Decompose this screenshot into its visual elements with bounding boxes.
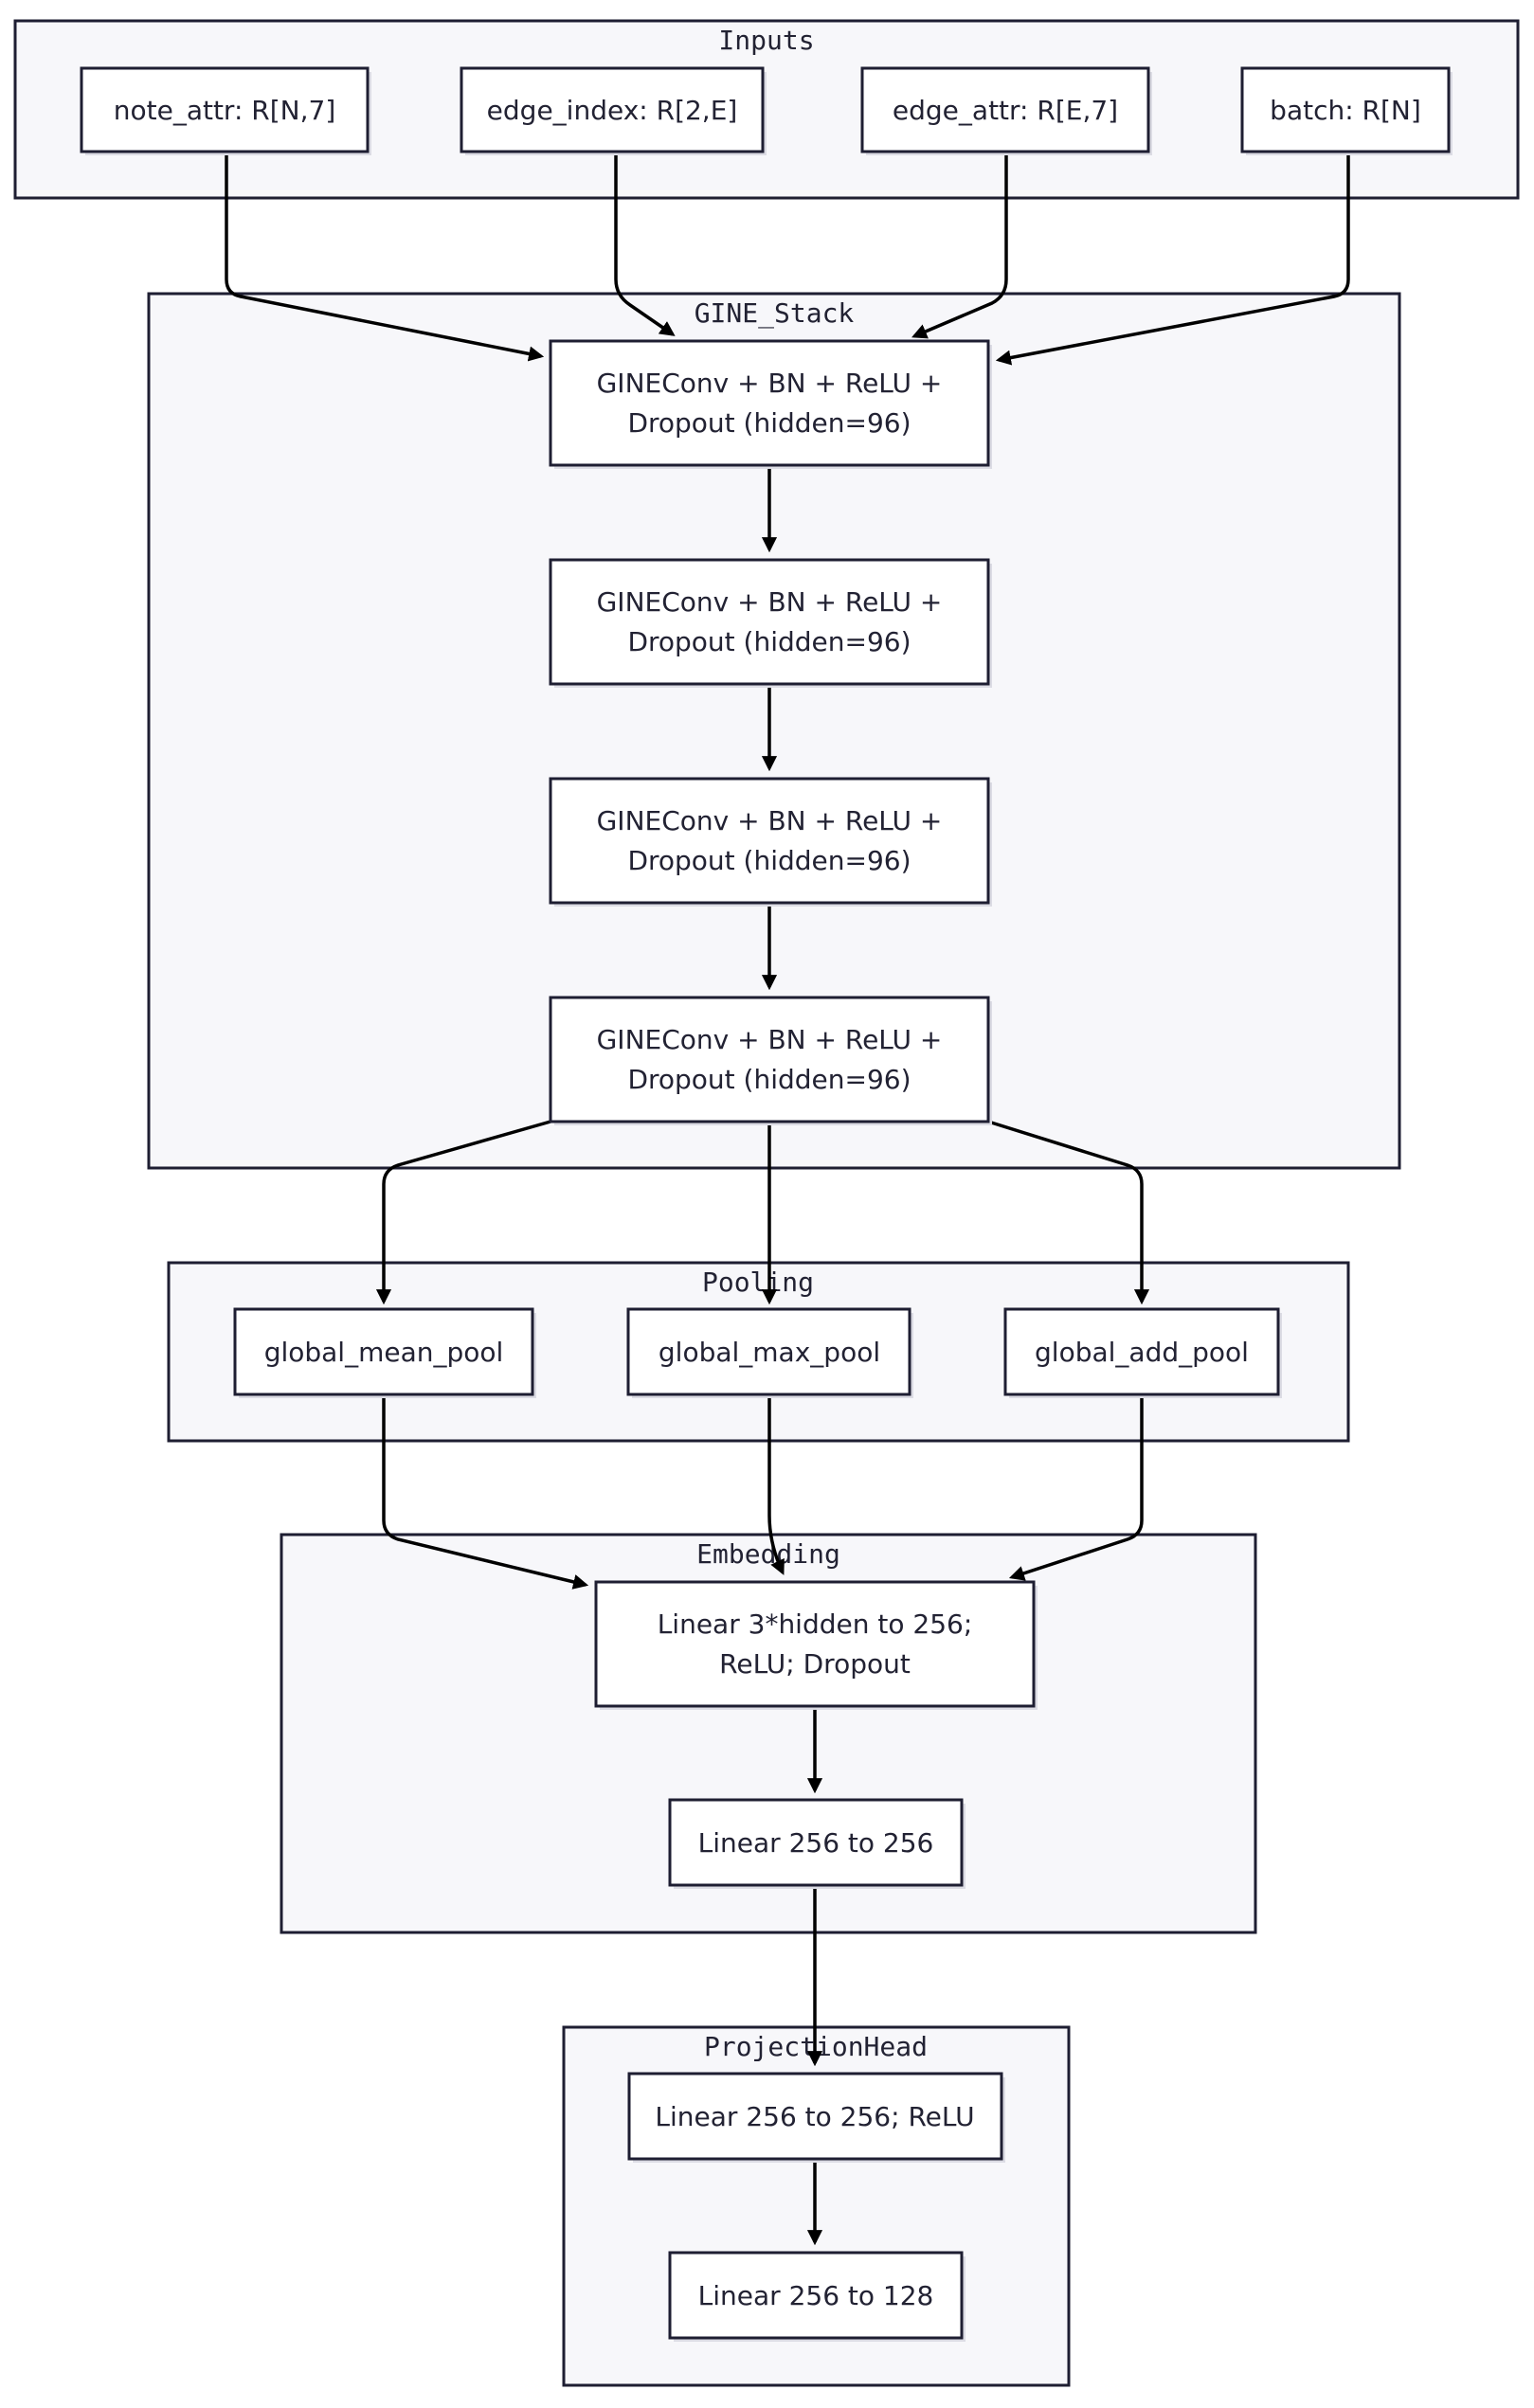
edge-max-pool-to-emb-linear1 (767, 1394, 785, 1575)
node-note-attr: note_attr: R[N,7] (80, 66, 371, 155)
node-label-line: GINEConv + BN + ReLU + (597, 1024, 943, 1055)
cluster-pooling-label: Pooling (702, 1267, 814, 1298)
edge-note-attr-to-gine1 (225, 152, 545, 362)
node-gine-layer-2-label: GINEConv + BN + ReLU + Dropout (hidden=96… (597, 586, 943, 657)
node-embedding-linear-1: Linear 3*hidden to 256; ReLU; Dropout (594, 1580, 1038, 1710)
node-gine-layer-1-label: GINEConv + BN + ReLU + Dropout (hidden=96… (597, 368, 943, 439)
node-gine-layer-4-label: GINEConv + BN + ReLU + Dropout (hidden=96… (597, 1024, 943, 1095)
node-edge-attr: edge_attr: R[E,7] (860, 66, 1152, 155)
node-label-line: GINEConv + BN + ReLU + (597, 586, 943, 618)
node-global-add-pool: global_add_pool (1003, 1307, 1282, 1398)
node-edge-index-label: edge_index: R[2,E] (487, 95, 738, 126)
node-embedding-linear-1-label: Linear 3*hidden to 256; ReLU; Dropout (658, 1608, 973, 1680)
node-label-line: Dropout (hidden=96) (627, 845, 911, 876)
edge-gine4-to-add-pool (987, 1120, 1150, 1305)
node-global-max-pool-label: global_max_pool (659, 1337, 880, 1368)
cluster-gine-stack-label: GINE_Stack (695, 297, 855, 330)
edge-gine4-to-mean-pool (375, 1120, 551, 1305)
node-edge-index: edge_index: R[2,E] (460, 66, 767, 155)
node-projection-linear-2: Linear 256 to 128 (668, 2251, 966, 2342)
node-label-line: Linear 256 to 128 (698, 2280, 934, 2311)
node-embedding-linear-2-label: Linear 256 to 256 (698, 1827, 934, 1859)
node-projection-linear-1-label: Linear 256 to 256; ReLU (655, 2101, 974, 2132)
node-embedding-linear-2: Linear 256 to 256 (668, 1798, 966, 1889)
node-label-line: Linear 256 to 256; ReLU (655, 2101, 974, 2132)
node-label-line: ReLU; Dropout (719, 1648, 911, 1680)
node-label-line: edge_index: R[2,E] (487, 95, 738, 126)
node-label-line: Dropout (hidden=96) (627, 407, 911, 439)
node-gine-layer-1: GINEConv + BN + ReLU + Dropout (hidden=96… (549, 339, 992, 469)
node-gine-layer-4: GINEConv + BN + ReLU + Dropout (hidden=96… (549, 996, 992, 1125)
node-label-line: Linear 3*hidden to 256; (658, 1608, 973, 1640)
node-label-line: edge_attr: R[E,7] (893, 95, 1118, 126)
edges (225, 152, 1350, 2246)
node-label-line: Linear 256 to 256 (698, 1827, 934, 1859)
node-note-attr-label: note_attr: R[N,7] (114, 95, 336, 126)
node-label-line: GINEConv + BN + ReLU + (597, 368, 943, 399)
node-label-line: GINEConv + BN + ReLU + (597, 805, 943, 836)
node-label-line: global_mean_pool (264, 1337, 504, 1368)
node-label-line: Dropout (hidden=96) (627, 626, 911, 657)
node-global-mean-pool-label: global_mean_pool (264, 1337, 504, 1368)
node-global-add-pool-label: global_add_pool (1035, 1337, 1249, 1368)
node-projection-linear-2-label: Linear 256 to 128 (698, 2280, 934, 2311)
node-label-line: global_add_pool (1035, 1337, 1249, 1368)
node-batch: batch: R[N] (1240, 66, 1453, 155)
node-label-line: global_max_pool (659, 1337, 880, 1368)
edge-edge-index-to-gine1 (614, 152, 676, 336)
node-global-mean-pool: global_mean_pool (233, 1307, 536, 1398)
edge-edge-attr-to-gine1 (911, 152, 1008, 339)
node-label-line: Dropout (hidden=96) (627, 1064, 911, 1095)
node-label-line: batch: R[N] (1270, 95, 1421, 126)
node-edge-attr-label: edge_attr: R[E,7] (893, 95, 1118, 126)
node-gine-layer-2: GINEConv + BN + ReLU + Dropout (hidden=96… (549, 558, 992, 688)
node-batch-label: batch: R[N] (1270, 95, 1421, 126)
cluster-embedding-label: Embedding (696, 1538, 840, 1570)
edge-mean-pool-to-emb-linear1 (382, 1394, 589, 1590)
node-global-max-pool: global_max_pool (626, 1307, 913, 1398)
edge-batch-to-gine1 (995, 152, 1350, 366)
edge-add-pool-to-emb-linear1 (1008, 1394, 1144, 1581)
cluster-inputs-label: Inputs (718, 25, 814, 56)
node-gine-layer-3-label: GINEConv + BN + ReLU + Dropout (hidden=96… (597, 805, 943, 876)
node-projection-linear-1: Linear 256 to 256; ReLU (627, 2072, 1005, 2163)
node-label-line: note_attr: R[N,7] (114, 95, 336, 126)
node-gine-layer-3: GINEConv + BN + ReLU + Dropout (hidden=96… (549, 777, 992, 907)
